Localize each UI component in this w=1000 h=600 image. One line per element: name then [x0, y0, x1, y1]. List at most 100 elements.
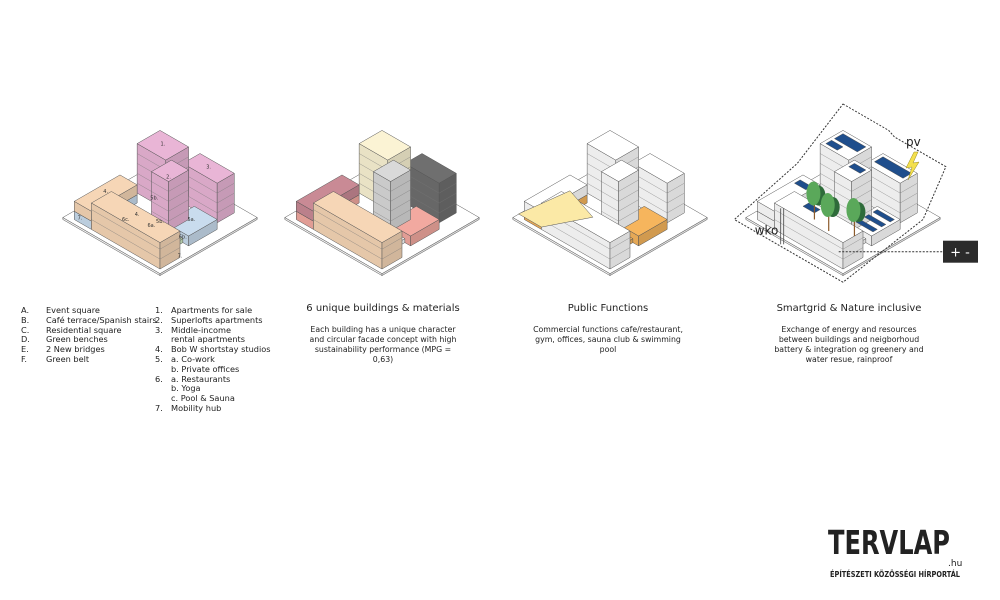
floor-line [373, 199, 411, 212]
public-text: Commercial functions cafe/restaurant, gy… [533, 325, 683, 354]
smartgrid-title: Smartgrid & Nature inclusive [776, 303, 922, 314]
battery-connection [838, 240, 978, 263]
building-block [404, 153, 457, 224]
floor-line [834, 179, 872, 192]
logo-wordmark: TERVLAP [828, 523, 950, 562]
floor-line [91, 209, 181, 250]
legend-label: Green belt [46, 353, 90, 364]
floor-line [601, 199, 639, 212]
materials-title: 6 unique buildings & materials [306, 303, 460, 314]
legend-label: Green benches [46, 334, 108, 345]
legend-item: F.Green belt [21, 353, 157, 365]
lightning-icon [905, 151, 920, 181]
solar-panel [864, 214, 887, 228]
building-roof [774, 191, 864, 243]
legend-label: b. Private offices [171, 363, 240, 374]
diagram-label: 4. [103, 189, 108, 195]
floor-line [632, 192, 685, 214]
legend-item: C. Residential square [21, 324, 157, 336]
building-block [774, 191, 864, 270]
diagram-label: 7. [78, 216, 83, 222]
floor-line [865, 192, 918, 214]
legend-label: Superlofts apartments [171, 314, 263, 325]
legend-label: a. Co-work [171, 353, 215, 364]
floor-line [404, 192, 457, 214]
solar-panel [848, 163, 867, 174]
floor-line [151, 199, 189, 212]
building-roof [358, 130, 411, 161]
legend-label: Mobility hub [171, 402, 222, 413]
isometric-smartgrid-diagram: + - wko pv [733, 103, 978, 283]
floor-line [373, 189, 411, 202]
building-roof [373, 159, 411, 182]
diagram-label: 4. [135, 212, 140, 218]
smartgrid-text: Exchange of energy and resources between… [774, 325, 924, 364]
legend-key: 2. [155, 314, 163, 325]
legend-label: Residential square [46, 324, 122, 335]
diagram-materials [272, 130, 492, 300]
pv-label: pv [906, 135, 921, 149]
solar-panel [794, 179, 812, 191]
tree-icon [820, 193, 840, 232]
legend-label: Middle-income [171, 324, 231, 335]
materials-text: Each building has a unique character and… [309, 325, 457, 364]
legend-item: B.Café terrace/Spanish stairs [21, 314, 157, 326]
legend-key [155, 384, 171, 394]
legend-item: 1.Apartments for sale [155, 305, 271, 316]
diagram-smartgrid: + - wko pv [728, 103, 988, 300]
building-roof [834, 159, 872, 182]
building-roof [313, 191, 403, 243]
floor-line [151, 179, 189, 192]
floor-line [182, 183, 235, 204]
legend-key: C. [21, 324, 30, 335]
legend-item: c. Pool & Sauna [155, 393, 271, 404]
diagram-label: 2. [166, 174, 171, 180]
diagram-label: 7. [178, 253, 183, 259]
floor-line [404, 173, 457, 194]
wko-label: wko [755, 223, 779, 237]
legend-label: c. Pool & Sauna [171, 393, 235, 404]
floor-line [541, 219, 631, 260]
floor-line [182, 173, 235, 194]
legend-item: 6. a. Restaurants [155, 373, 271, 385]
floor-line [774, 209, 864, 250]
diagram-label: 5b. [156, 219, 164, 225]
legend-item: 7.Mobility hub [155, 402, 271, 414]
solar-panel [872, 209, 895, 223]
materials-caption: 6 unique buildings & materials Each buil… [283, 303, 483, 365]
legend-item: rental apartments [155, 335, 271, 345]
floor-line [313, 219, 403, 260]
diagram-label: 6c. [122, 217, 130, 223]
legend-label: Café terrace/Spanish stairs [46, 314, 157, 325]
building-roof [151, 159, 189, 182]
legend-key: 6. [155, 373, 163, 384]
legend-item: A.Event square [21, 305, 157, 316]
tree-icon [846, 198, 866, 236]
floor-line [182, 192, 235, 214]
legend-key: A. [21, 305, 30, 315]
solar-panel [874, 156, 912, 179]
building-block [373, 159, 411, 232]
diagram-public-functions [500, 130, 720, 300]
floor-line [865, 183, 918, 204]
legend-key: 3. [155, 324, 163, 335]
battery-icon: + - [950, 246, 970, 261]
public-title: Public Functions [567, 303, 649, 314]
isometric-program-diagram: 1.2.3.4.4.5a.5b.5b.6a.6b.6c.7.7. [62, 130, 258, 276]
legend-label: a. Restaurants [171, 373, 231, 384]
floor-line [632, 183, 685, 204]
diagram-program-mix: 1.2.3.4.4.5a.5b.5b.6a.6b.6c.7.7. [50, 130, 270, 300]
legend-key: 5. [155, 353, 163, 364]
diagram-label: 5b. [150, 196, 158, 202]
diagram-label: 6a. [148, 223, 156, 229]
floor-line [151, 189, 189, 202]
floor-line [601, 189, 639, 202]
building-block [632, 153, 685, 224]
building-roof [586, 130, 639, 161]
floor-line [373, 209, 411, 222]
legend-label: Bob W shortstay studios [171, 344, 271, 355]
legend-label: rental apartments [171, 334, 246, 345]
diagram-label: 1. [160, 141, 165, 147]
